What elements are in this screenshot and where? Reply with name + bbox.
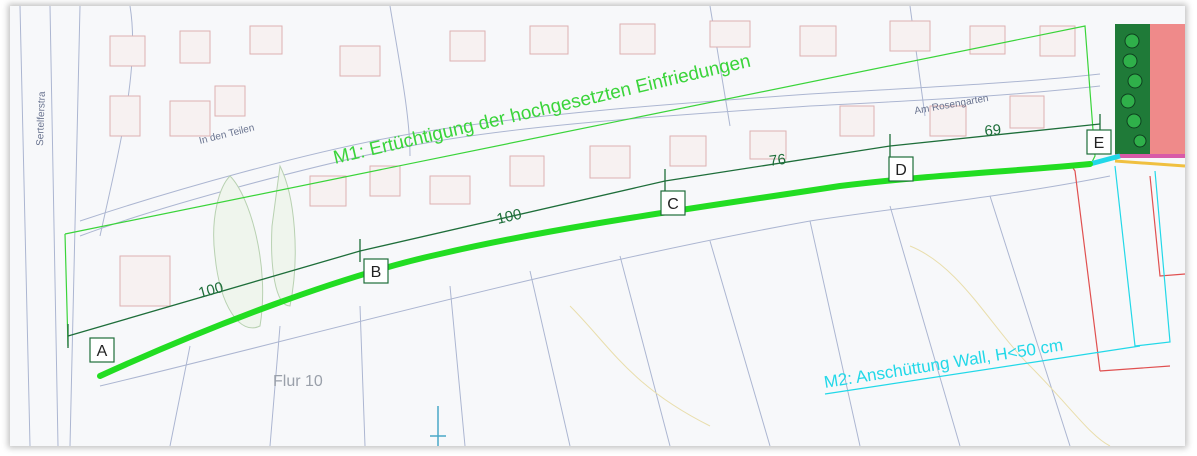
point-marker-c: C xyxy=(660,190,686,216)
flur-label: Flur 10 xyxy=(273,373,323,390)
distance-label-d-e: 69 xyxy=(984,121,1002,140)
point-marker-d: D xyxy=(888,156,914,182)
point-marker-a: A xyxy=(89,337,115,363)
point-label-d: D xyxy=(895,162,907,179)
adjacent-parcel xyxy=(1114,24,1185,168)
survey-marker xyxy=(430,406,446,446)
distance-label-a-b: 100 xyxy=(197,279,226,302)
point-marker-e: E xyxy=(1086,129,1112,155)
map-frame: 100 100 76 69 A B C D E M1: Ertüchtigung… xyxy=(10,6,1185,446)
distance-label-c-d: 76 xyxy=(768,151,787,170)
red-boundary xyxy=(1072,167,1185,372)
point-label-c: C xyxy=(667,196,679,213)
point-label-e: E xyxy=(1094,135,1105,152)
point-label-a: A xyxy=(97,343,108,360)
street-label-left: Sertelferstra xyxy=(35,91,48,146)
route-line xyxy=(97,161,1093,379)
distance-label-b-c: 100 xyxy=(495,206,523,228)
point-marker-b: B xyxy=(363,258,389,284)
point-label-b: B xyxy=(371,264,382,281)
m2-area xyxy=(824,153,1171,395)
dimension-labels: 100 100 76 69 xyxy=(197,121,1002,302)
site-plan-map: 100 100 76 69 A B C D E M1: Ertüchtigung… xyxy=(19,6,1185,446)
dimension-line xyxy=(67,114,1101,348)
m1-area xyxy=(64,25,1096,347)
